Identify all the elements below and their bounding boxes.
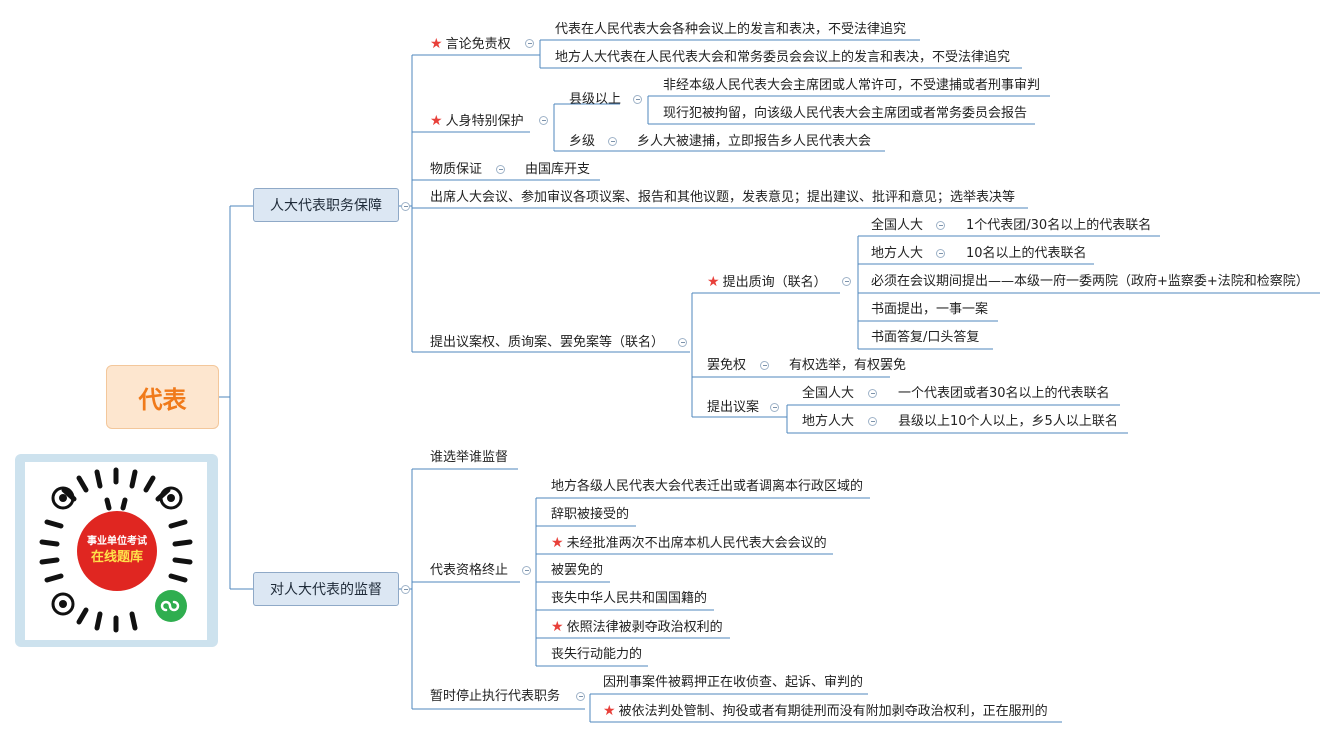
leaf-town-1: 乡人大被逮捕，立即报告乡人民代表大会: [637, 134, 872, 149]
mini-program-logo-icon: [155, 590, 187, 622]
leaf-speech-1: 代表在人民代表大会各种会议上的发言和表决，不受法律追究: [555, 22, 907, 37]
branch-protection[interactable]: 人大代表职务保障: [253, 188, 399, 222]
collapse-icon[interactable]: [401, 202, 410, 211]
leaf-terminate-1: 地方各级人民代表大会代表迁出或者调离本行政区域的: [551, 479, 864, 494]
leaf-terminate-3: ★未经批准两次不出席本机人民代表大会会议的: [551, 535, 827, 551]
collapse-icon[interactable]: [760, 361, 769, 370]
collapse-icon[interactable]: [842, 277, 851, 286]
branch-supervision[interactable]: 对人大代表的监督: [253, 572, 399, 606]
leaf-terminate-6: ★依照法律被剥夺政治权利的: [551, 619, 723, 635]
node-bill[interactable]: 提出议案: [707, 400, 760, 415]
leaf-suspend-2: ★被依法判处管制、拘役或者有期徒刑而没有附加剥夺政治权利，正在服刑的: [603, 703, 1048, 719]
leaf-inquiry-local: 10名以上的代表联名: [966, 246, 1087, 261]
node-inquiry-national[interactable]: 全国人大: [871, 218, 924, 233]
node-bill-national[interactable]: 全国人大: [802, 386, 855, 401]
leaf-county-1: 非经本级人民代表大会主席团或人常许可，不受逮捕或者刑事审判: [663, 78, 1041, 93]
collapse-icon[interactable]: [868, 389, 877, 398]
node-town-level[interactable]: 乡级: [569, 134, 596, 149]
collapse-icon[interactable]: [868, 417, 877, 426]
collapse-icon[interactable]: [496, 165, 505, 174]
node-proposal[interactable]: 提出议案权、质询案、罢免案等（联名）: [430, 335, 665, 350]
root-node[interactable]: 代表: [106, 365, 219, 429]
collapse-icon[interactable]: [576, 692, 585, 701]
leaf-speech-2: 地方人大代表在人民代表大会和常务委员会会议上的发言和表决，不受法律追究: [555, 50, 1011, 65]
leaf-terminate-4: 被罢免的: [551, 563, 604, 578]
node-who-elects[interactable]: 谁选举谁监督: [430, 450, 509, 465]
collapse-icon[interactable]: [525, 39, 534, 48]
branch-label: 人大代表职务保障: [270, 198, 382, 214]
node-inquiry[interactable]: ★提出质询（联名）: [707, 274, 827, 290]
leaf-bill-local: 县级以上10个人以上，乡5人以上联名: [898, 414, 1118, 429]
node-suspend[interactable]: 暂时停止执行代表职务: [430, 689, 561, 704]
node-bill-local[interactable]: 地方人大: [802, 414, 855, 429]
star-icon: ★: [707, 274, 720, 290]
leaf-terminate-5: 丧失中华人民共和国国籍的: [551, 591, 708, 606]
leaf-inquiry-2: 书面提出，一事一案: [871, 302, 989, 317]
collapse-icon[interactable]: [633, 95, 642, 104]
node-person-protection[interactable]: ★人身特别保护: [430, 113, 524, 129]
leaf-county-2: 现行犯被拘留，向该级人民代表大会主席团或者常务委员会报告: [663, 106, 1028, 121]
star-icon: ★: [551, 535, 564, 551]
branch-label: 对人大代表的监督: [270, 582, 382, 598]
leaf-suspend-1: 因刑事案件被羁押正在收侦查、起诉、审判的: [603, 675, 864, 690]
leaf-inquiry-national: 1个代表团/30名以上的代表联名: [966, 218, 1152, 233]
node-inquiry-local[interactable]: 地方人大: [871, 246, 924, 261]
qr-center-badge: 事业单位考试 在线题库: [77, 511, 157, 591]
collapse-icon[interactable]: [539, 116, 548, 125]
leaf-bill-national: 一个代表团或者30名以上的代表联名: [898, 386, 1110, 401]
node-material[interactable]: 物质保证: [430, 162, 483, 177]
star-icon: ★: [430, 113, 443, 129]
node-terminate[interactable]: 代表资格终止: [430, 563, 509, 578]
collapse-icon[interactable]: [770, 403, 779, 412]
leaf-terminate-7: 丧失行动能力的: [551, 647, 643, 662]
collapse-icon[interactable]: [936, 249, 945, 258]
leaf-terminate-2: 辞职被接受的: [551, 507, 630, 522]
node-attend[interactable]: 出席人大会议、参加审议各项议案、报告和其他议题，发表意见；提出建议、批评和意见；…: [430, 190, 1016, 205]
leaf-inquiry-1: 必须在会议期间提出——本级一府一委两院（政府+监察委+法院和检察院）: [871, 274, 1309, 289]
leaf-inquiry-3: 书面答复/口头答复: [871, 330, 980, 345]
node-county-level[interactable]: 县级以上: [569, 92, 622, 107]
root-label: 代表: [138, 385, 187, 414]
collapse-icon[interactable]: [522, 566, 531, 575]
collapse-icon[interactable]: [936, 221, 945, 230]
qr-pattern-icon: [39, 467, 193, 633]
star-icon: ★: [603, 703, 616, 719]
node-speech-immunity[interactable]: ★言论免责权: [430, 36, 511, 52]
star-icon: ★: [430, 36, 443, 52]
collapse-icon[interactable]: [678, 338, 687, 347]
leaf-material-1: 由国库开支: [525, 162, 591, 177]
collapse-icon[interactable]: [401, 585, 410, 594]
node-recall[interactable]: 罢免权: [707, 358, 747, 373]
leaf-recall: 有权选举，有权罢免: [789, 358, 907, 373]
star-icon: ★: [551, 619, 564, 635]
collapse-icon[interactable]: [608, 137, 617, 146]
